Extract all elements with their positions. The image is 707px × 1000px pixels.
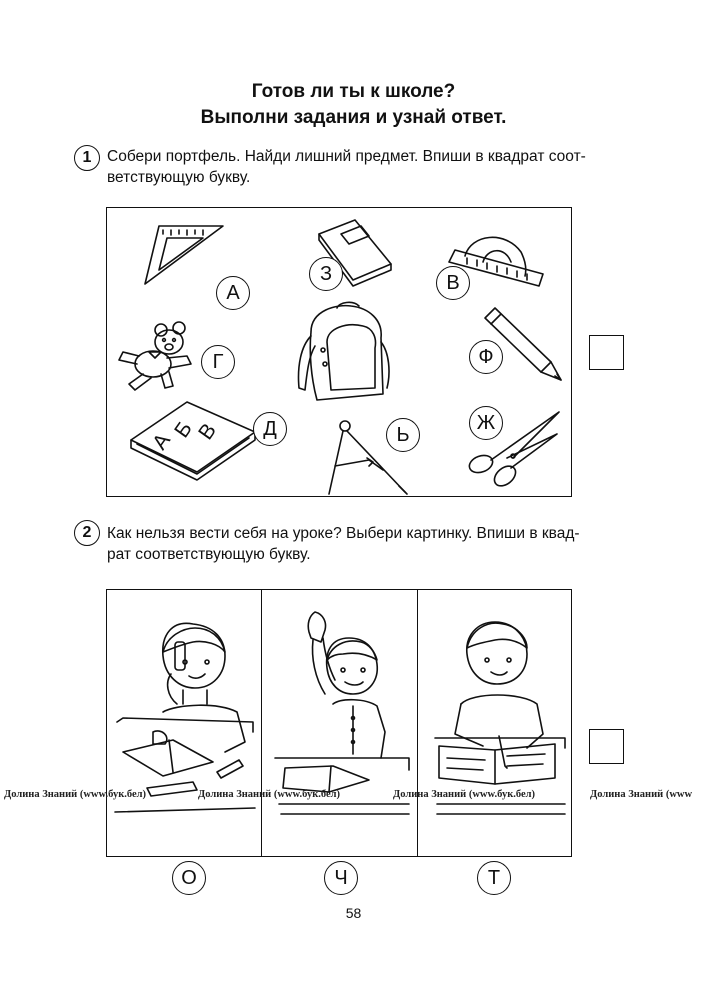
item-letter-g[interactable]: Г (201, 345, 235, 379)
backpack-icon (297, 301, 390, 401)
page-title-line-1: Готов ли ты к школе? (251, 81, 456, 102)
triangle-ruler-icon (144, 225, 224, 285)
boy-talking-on-phone-icon (114, 622, 256, 813)
task-1-text-line-2: ветствующую букву. (107, 169, 251, 186)
picture-panel-writing (419, 590, 571, 856)
task-2-number: 2 (74, 520, 100, 546)
boy-writing-icon (434, 621, 566, 815)
boy-raising-hand-icon (274, 611, 410, 815)
picture-panel-phone (107, 590, 262, 856)
item-letter-a[interactable]: А (216, 276, 250, 310)
watermark-1: Долина Знаний (www.бук.бел) (4, 789, 147, 800)
item-letter-f[interactable]: Ф (469, 340, 503, 374)
watermark-2: Долина Знаний (www.бук.бел) (198, 789, 341, 800)
task-1-instruction: Собери портфель. Найди лишний предмет. В… (107, 146, 586, 188)
picture-panel-raising-hand (263, 590, 418, 856)
task-2-answer-box[interactable] (589, 729, 624, 764)
scissors-icon (468, 411, 560, 487)
task-2-instruction: Как нельзя вести себя на уроке? Выбери к… (107, 523, 580, 565)
watermark-3: Долина Знаний (www.бук.бел) (393, 789, 536, 800)
item-letter-soft-sign[interactable]: Ь (386, 418, 420, 452)
pencil-icon (484, 307, 562, 381)
task-1-items-frame: А З В Г (106, 207, 572, 497)
task-2-text-line-1: Как нельзя вести себя на уроке? Выбери к… (107, 525, 580, 542)
protractor-icon (448, 236, 544, 287)
picture-letter-t[interactable]: Т (477, 861, 511, 895)
task-2-text-line-2: рат соответствующую букву. (107, 546, 311, 563)
task-1-text-line-1: Собери портфель. Найди лишний предмет. В… (107, 148, 586, 165)
task-1-number: 1 (74, 145, 100, 171)
picture-letter-ch[interactable]: Ч (324, 861, 358, 895)
page-title-line-2: Выполни задания и узнай ответ. (200, 107, 507, 128)
item-letter-zh[interactable]: Ж (469, 406, 503, 440)
task-1-answer-box[interactable] (589, 335, 624, 370)
task-2-pictures-frame (106, 589, 572, 857)
picture-letter-o[interactable]: О (172, 861, 206, 895)
item-letter-d[interactable]: Д (253, 412, 287, 446)
item-letter-z[interactable]: З (309, 257, 343, 291)
notebook-icon (318, 219, 392, 287)
item-letter-v[interactable]: В (436, 266, 470, 300)
watermark-4: Долина Знаний (www (590, 789, 693, 800)
page-number: 58 (345, 905, 362, 921)
compass-icon (328, 420, 408, 495)
teddy-bear-icon (118, 321, 192, 391)
